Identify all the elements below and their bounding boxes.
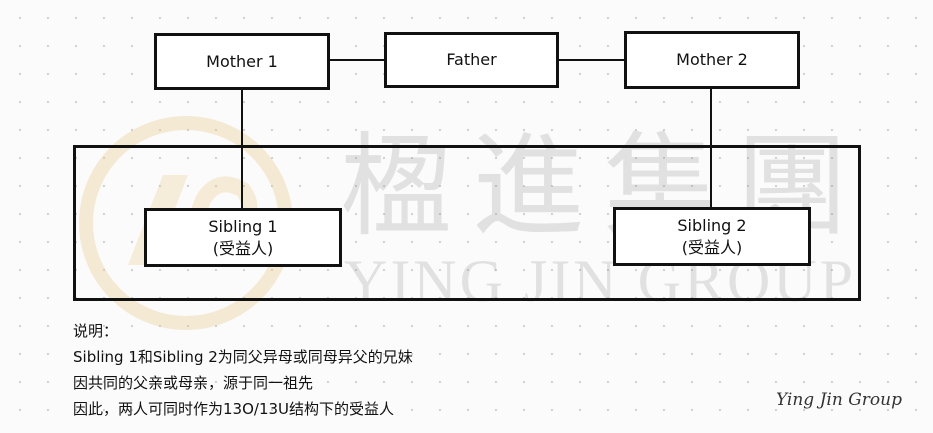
signature: Ying Jin Group [776,390,902,410]
connector-mother2-sibling2 [710,89,712,209]
explanation-notes: 说明： Sibling 1和Sibling 2为同父异母或同母异父的兄妹 因共同… [73,318,413,422]
notes-line-2: 因共同的父亲或母亲，源于同一祖先 [73,374,314,392]
node-sibling1: Sibling 1 (受益人) [144,208,342,267]
connector-mother1-father [330,59,386,61]
node-mother2: Mother 2 [624,31,800,89]
notes-line-3: 因此，两人可同时作为13O/13U结构下的受益人 [73,400,395,418]
connector-father-mother2 [558,59,626,61]
notes-heading: 说明： [73,322,119,340]
node-father: Father [384,32,559,88]
node-father-label: Father [446,50,497,69]
node-sibling1-name: Sibling 1 [208,216,278,236]
node-sibling2-name: Sibling 2 [677,215,747,235]
node-mother1: Mother 1 [154,33,330,90]
node-sibling1-role: (受益人) [212,238,274,258]
connector-mother1-sibling1 [241,90,243,210]
node-mother2-label: Mother 2 [676,50,748,69]
beneficiary-group-box [73,145,861,301]
node-mother1-label: Mother 1 [206,51,278,71]
node-sibling2: Sibling 2 (受益人) [613,207,811,266]
notes-line-1: Sibling 1和Sibling 2为同父异母或同母异父的兄妹 [73,348,413,366]
node-sibling2-role: (受益人) [681,237,743,257]
